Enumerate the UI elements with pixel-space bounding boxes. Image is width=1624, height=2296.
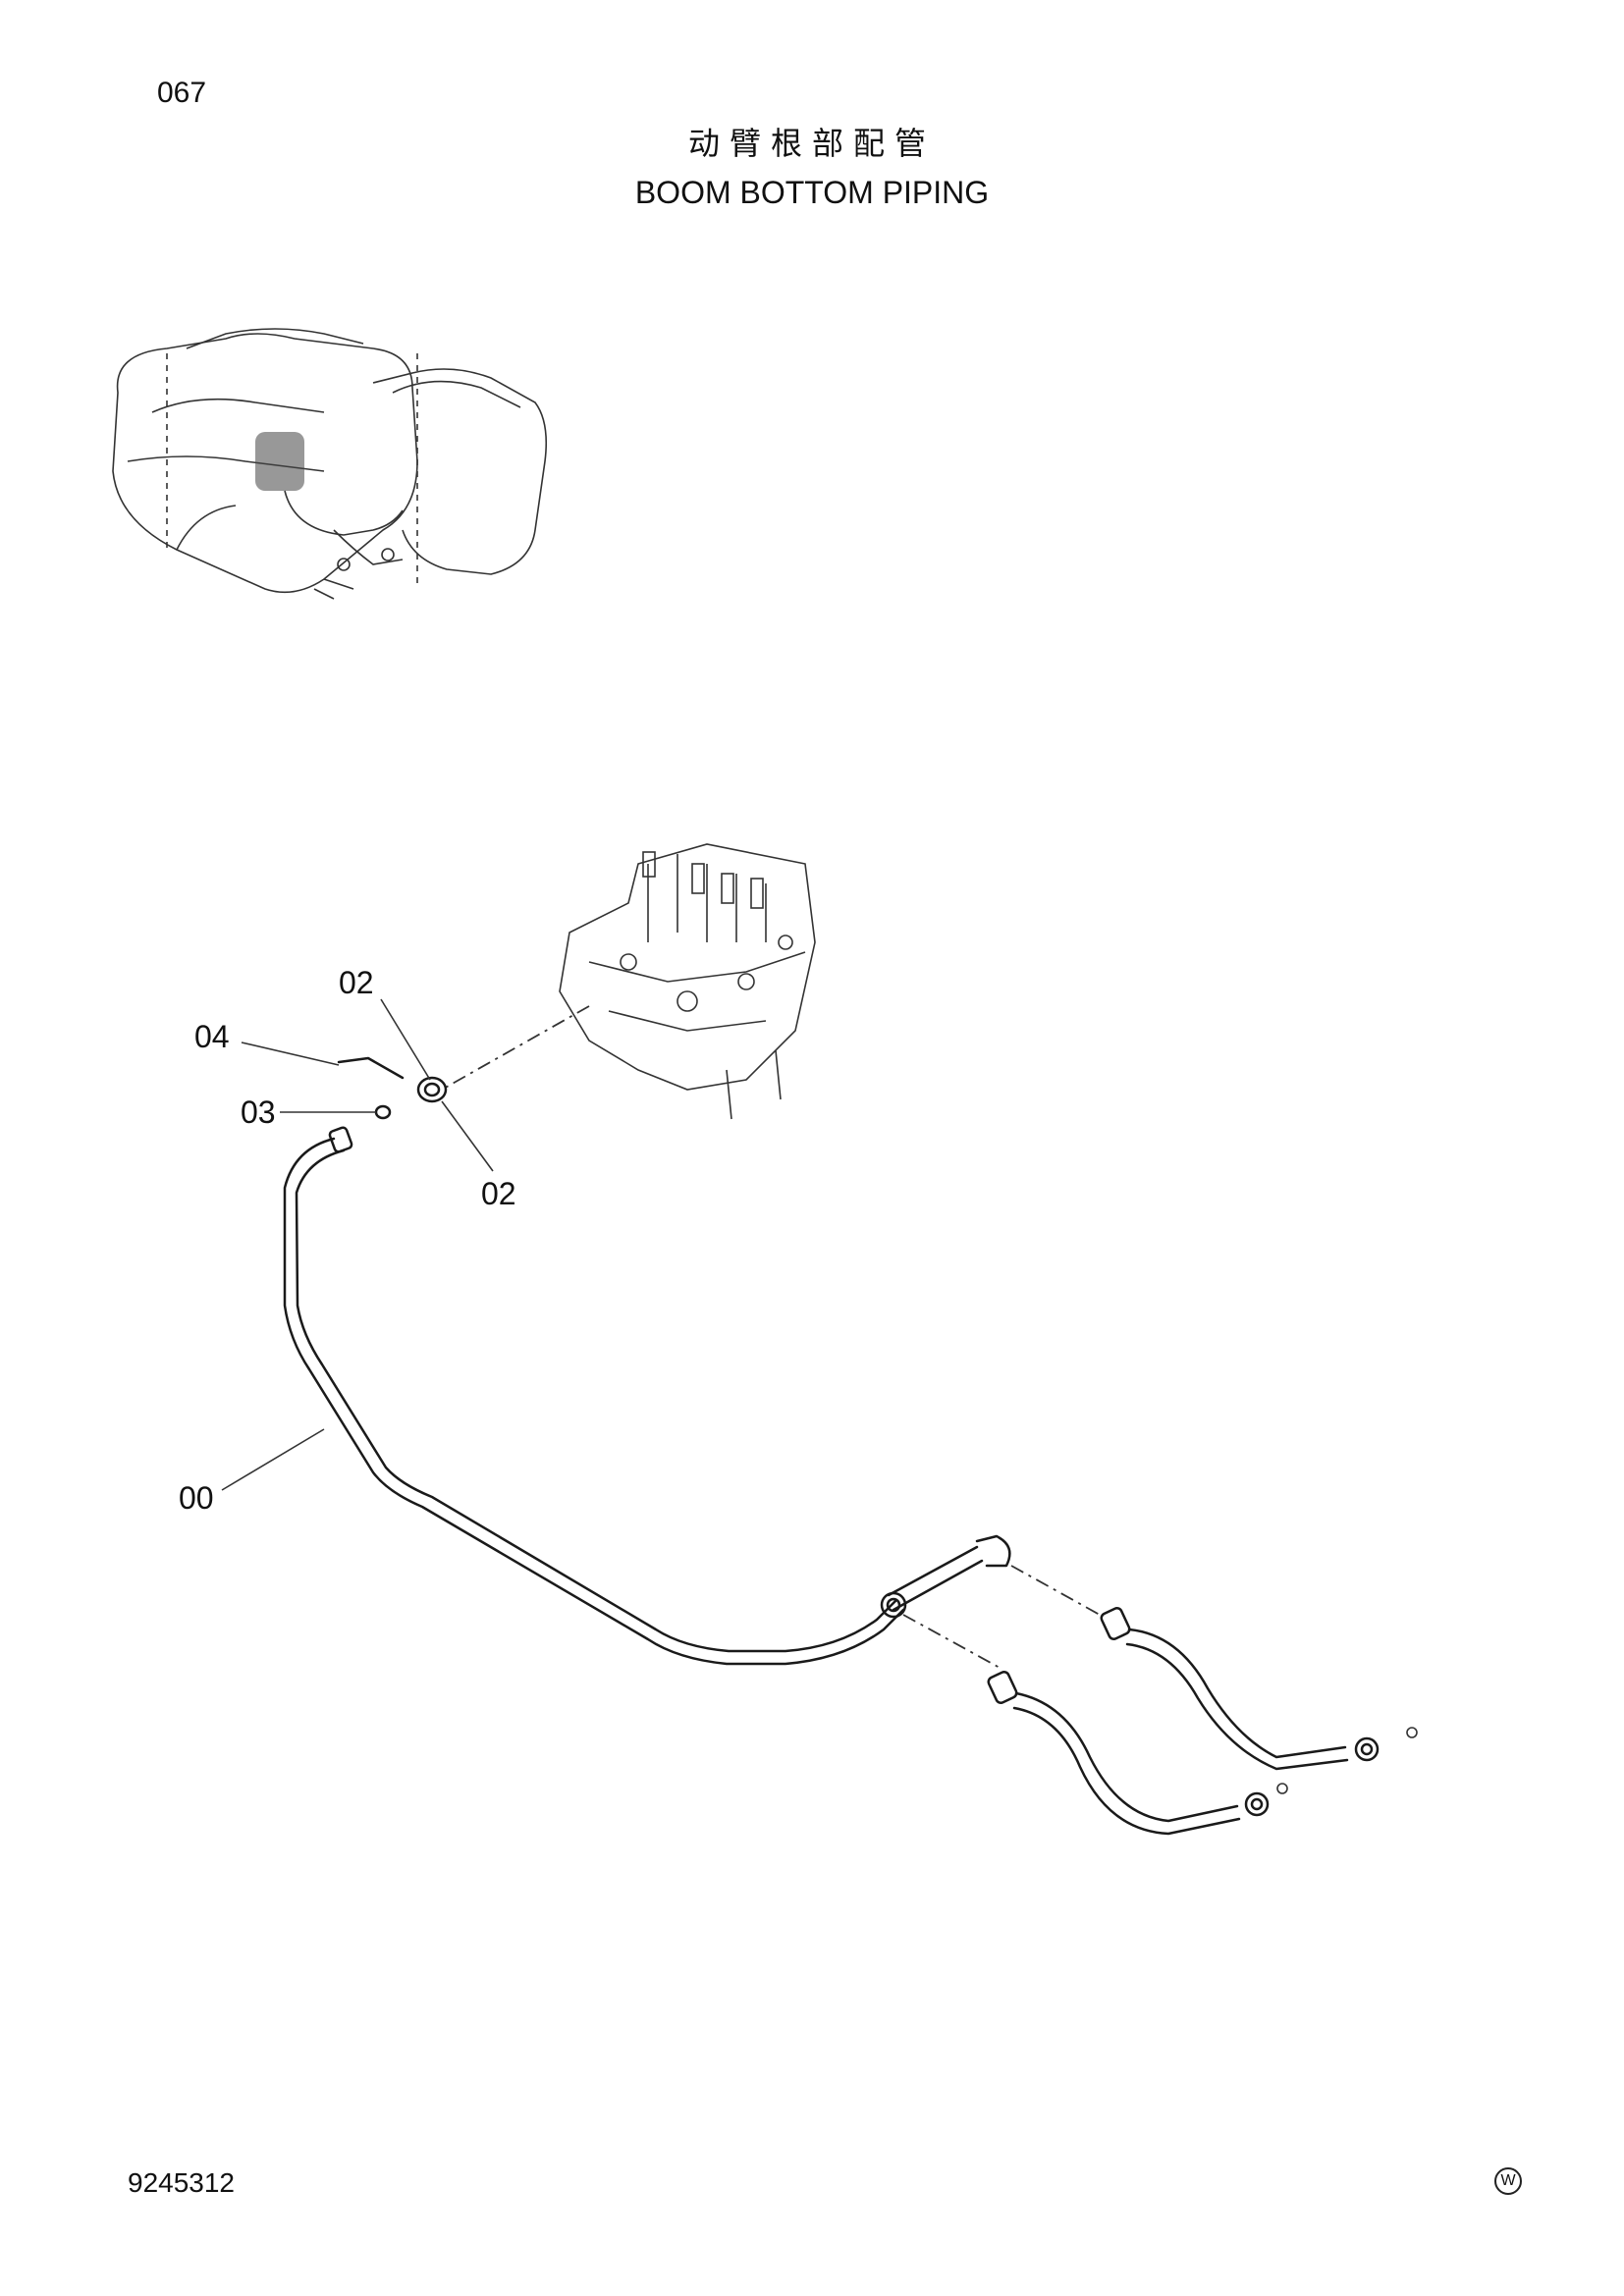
boom-bottom-pipe [283, 1126, 1011, 1666]
callout-00: 00 [179, 1480, 214, 1516]
callout-02-top: 02 [339, 965, 374, 1000]
title-chinese: 动臂根部配管 [687, 126, 936, 161]
machine-overview-illustration [112, 328, 548, 600]
clamp-assembly [337, 1056, 448, 1120]
corner-mark: W [1494, 2167, 1522, 2195]
control-valve-illustration [559, 843, 816, 1120]
centerline [441, 1005, 590, 1091]
title-english: BOOM BOTTOM PIPING [634, 175, 990, 210]
page-number: 067 [157, 77, 207, 109]
callout-03: 03 [241, 1095, 276, 1130]
callout-02-bottom: 02 [481, 1176, 516, 1211]
callout-04: 04 [194, 1019, 230, 1054]
hose-assembly-lower [987, 1671, 1288, 1836]
leader-lines [221, 998, 494, 1491]
drawing-number: 9245312 [128, 2167, 236, 2198]
hose-assembly-upper [1100, 1607, 1418, 1771]
